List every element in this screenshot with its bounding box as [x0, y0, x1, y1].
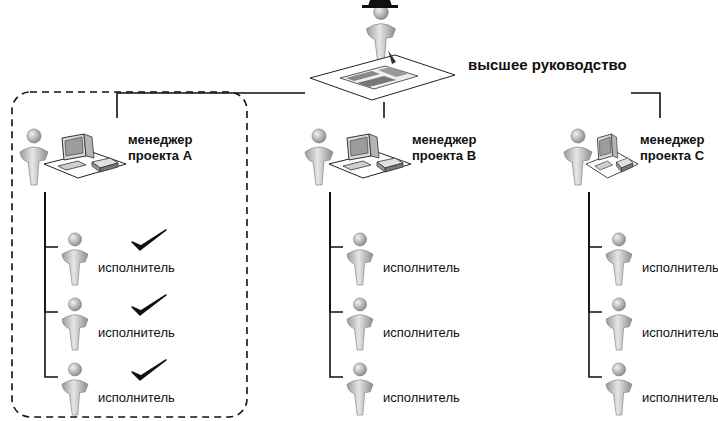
tree-connector — [45, 192, 58, 377]
executor-node: исполнитель — [343, 230, 464, 286]
executor-label: исполнитель — [642, 390, 718, 406]
executor-node: исполнитель — [58, 295, 179, 351]
executor-label: исполнитель — [98, 260, 175, 276]
tree-connector — [45, 192, 58, 247]
executor-node: исполнитель — [602, 295, 718, 351]
executor-label: исполнитель — [383, 325, 460, 341]
manager-label: менеджер проекта A — [128, 132, 197, 163]
tree-connector — [383, 102, 385, 118]
executor-node: исполнитель — [602, 360, 718, 416]
executor-node: исполнитель — [343, 295, 464, 351]
manager-label: менеджер проекта B — [412, 132, 481, 163]
executor-label: исполнитель — [642, 260, 718, 276]
executor-label: исполнитель — [383, 260, 460, 276]
tree-connector — [117, 93, 305, 118]
tree-connector — [330, 192, 343, 377]
tree-connector — [631, 93, 660, 118]
tree-connector — [330, 192, 343, 247]
management-label: высшее руководство — [468, 56, 627, 74]
manager-label: менеджер проекта C — [640, 132, 709, 163]
tree-connector — [589, 192, 602, 312]
executor-node: исполнитель — [343, 360, 464, 416]
executor-label: исполнитель — [98, 325, 175, 341]
tree-connector — [589, 192, 602, 247]
tree-connector — [330, 192, 343, 312]
executor-label: исполнитель — [642, 325, 718, 341]
executor-node: исполнитель — [58, 360, 179, 416]
manager-node: менеджер проекта A — [15, 118, 197, 192]
manager-node: менеджер проекта C — [559, 118, 709, 192]
management-node: высшее руководство — [305, 20, 631, 102]
manager-node: менеджер проекта B — [300, 118, 481, 192]
tree-connector — [45, 192, 58, 312]
executor-node: исполнитель — [602, 230, 718, 286]
executor-label: исполнитель — [98, 390, 175, 406]
tree-connector — [589, 192, 602, 377]
executor-label: исполнитель — [383, 390, 460, 406]
executor-node: исполнитель — [58, 230, 179, 286]
